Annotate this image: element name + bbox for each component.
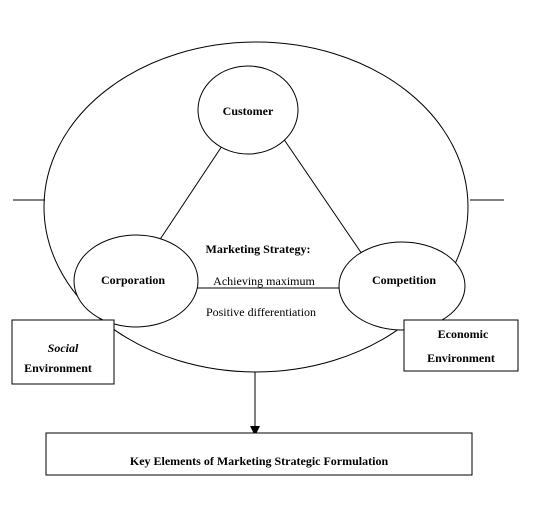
customer-label: Customer [223,104,274,118]
strategy-title: Marketing Strategy: [206,242,311,256]
strategy-line-2: Positive differentiation [206,305,316,319]
social-label: Social [48,341,79,355]
customer-node [197,65,299,155]
arrow-head-icon [250,426,260,436]
key-elements-label: Key Elements of Marketing Strategic Form… [130,454,389,468]
strategy-line-1: Achieving maximum [213,274,315,288]
customer-competition-connector [282,137,363,255]
economic-environment-box [403,319,519,372]
social-environment-label: Environment [24,361,92,375]
customer-corporation-connector [154,139,227,248]
competition-node [338,241,466,331]
economic-label: Economic [438,327,489,341]
economic-environment-label: Environment [427,351,495,365]
corporation-node [73,234,199,328]
social-environment-box [11,319,115,385]
competition-label: Competition [372,273,436,287]
corporation-label: Corporation [101,273,165,287]
key-elements-box [45,432,473,476]
